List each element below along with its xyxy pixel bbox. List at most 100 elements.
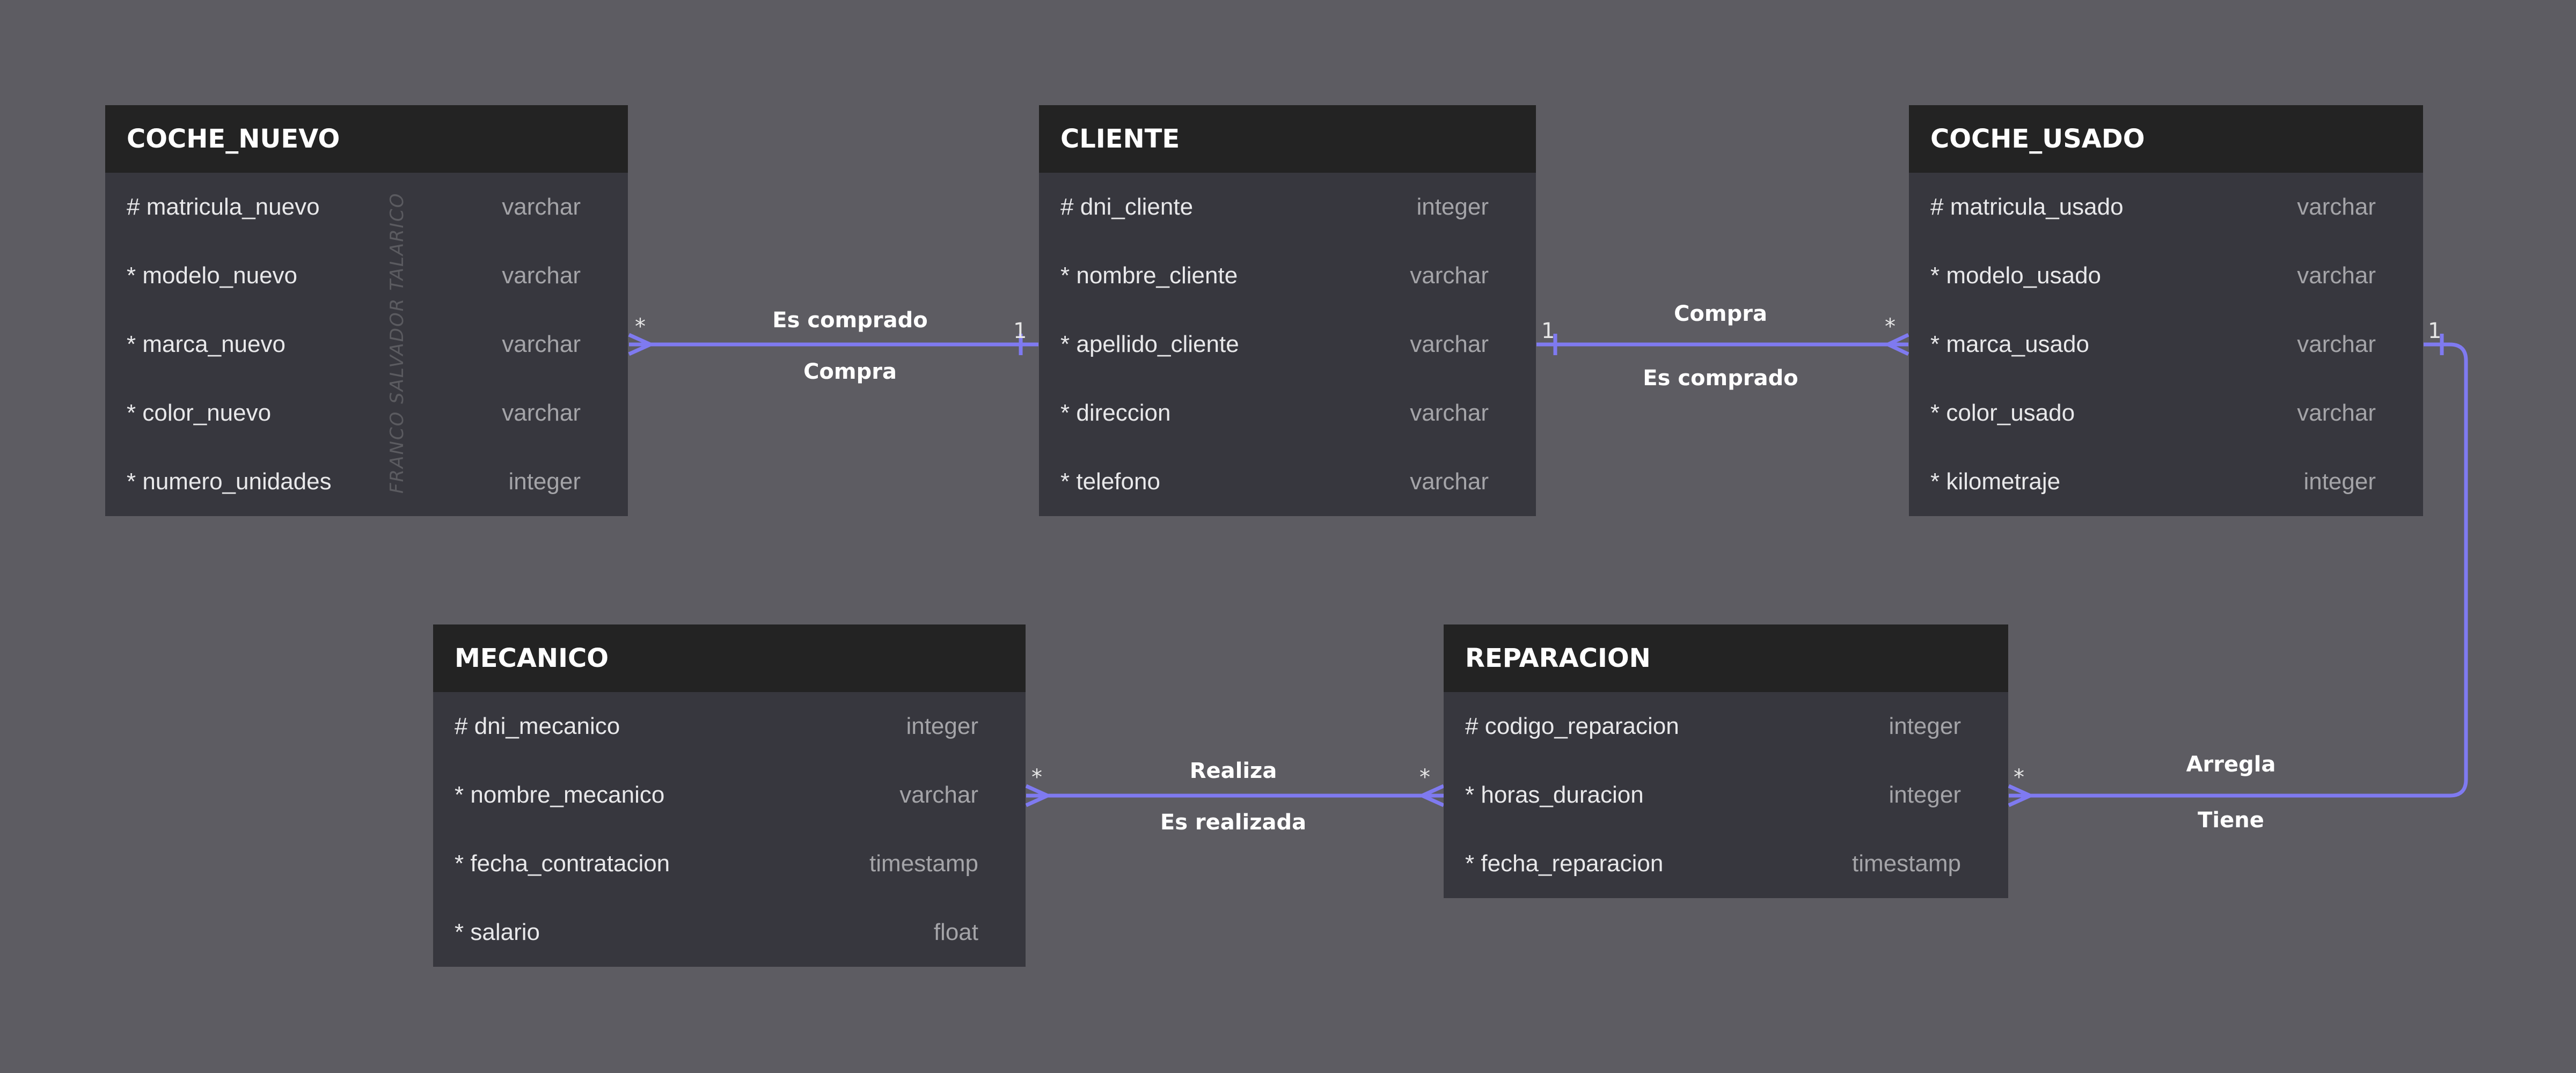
entity-title: REPARACION [1465, 643, 1651, 673]
attribute-row: # matricula_usado varchar [1909, 173, 2423, 241]
attribute-name: # matricula_usado [1930, 194, 2124, 220]
attribute-row: * kilometraje integer [1909, 447, 2423, 516]
attribute-row: * modelo_nuevo varchar [105, 241, 628, 310]
attribute-type: varchar [1410, 468, 1489, 495]
attribute-type: varchar [1410, 331, 1489, 357]
attribute-name: * modelo_usado [1930, 262, 2102, 289]
rel-label-compra-1: Compra [803, 359, 897, 384]
cardinality-mecanico: * [1031, 765, 1042, 790]
attribute-type: varchar [502, 331, 581, 357]
entity-header: CLIENTE [1039, 105, 1536, 173]
attribute-name: * kilometraje [1930, 468, 2061, 495]
cardinality-coche-nuevo: * [635, 314, 646, 339]
attribute-name: * marca_usado [1930, 331, 2089, 357]
crow-foot-coche-nuevo [628, 333, 655, 356]
attribute-type: varchar [899, 782, 978, 808]
crow-foot-reparacion-left [1417, 784, 1445, 807]
entity-reparacion[interactable]: REPARACION # codigo_reparacion integer *… [1444, 624, 2008, 898]
attribute-name: * fecha_contratacion [455, 850, 670, 877]
attribute-name: * numero_unidades [127, 468, 332, 495]
attribute-type: varchar [2297, 194, 2376, 220]
entity-header: MECANICO [433, 624, 1026, 692]
cardinality-cliente-left: 1 [1013, 319, 1027, 343]
attribute-name: # dni_cliente [1060, 194, 1194, 220]
entity-title: MECANICO [455, 643, 609, 673]
entity-title: CLIENTE [1060, 124, 1180, 154]
attribute-row: * marca_nuevo varchar [105, 310, 628, 379]
attribute-row: * marca_usado varchar [1909, 310, 2423, 379]
attribute-type: integer [1889, 782, 1961, 808]
entity-header: COCHE_USADO [1909, 105, 2423, 173]
entity-header: REPARACION [1444, 624, 2008, 692]
rel-label-arregla: Arregla [2186, 752, 2276, 777]
attribute-type: integer [906, 713, 978, 739]
attribute-row: * telefono varchar [1039, 447, 1536, 516]
attribute-name: # matricula_nuevo [127, 194, 320, 220]
attribute-row: * horas_duracion integer [1444, 761, 2008, 829]
attribute-row: * modelo_usado varchar [1909, 241, 2423, 310]
attribute-type: varchar [502, 194, 581, 220]
cardinality-reparacion-right: * [2014, 765, 2024, 790]
attribute-name: * salario [455, 919, 540, 945]
attribute-row: # dni_mecanico integer [433, 692, 1026, 761]
attribute-type: varchar [2297, 331, 2376, 357]
attribute-row: * color_usado varchar [1909, 379, 2423, 447]
attribute-type: float [933, 919, 978, 945]
attribute-type: varchar [2297, 400, 2376, 426]
entity-coche-usado[interactable]: COCHE_USADO # matricula_usado varchar * … [1909, 105, 2423, 516]
attribute-type: varchar [502, 262, 581, 289]
attribute-type: integer [2303, 468, 2376, 495]
attribute-name: * horas_duracion [1465, 782, 1644, 808]
cardinality-cliente-right: 1 [1541, 319, 1555, 343]
crow-foot-reparacion-right [2008, 784, 2035, 807]
rel-label-realiza: Realiza [1190, 759, 1277, 783]
entity-mecanico[interactable]: MECANICO # dni_mecanico integer * nombre… [433, 624, 1026, 967]
cardinality-reparacion-left: * [1419, 765, 1430, 790]
attribute-type: integer [508, 468, 581, 495]
attribute-name: * apellido_cliente [1060, 331, 1239, 357]
entity-header: COCHE_NUEVO [105, 105, 628, 173]
rel-label-es-comprado-2: Es comprado [1643, 366, 1798, 391]
attribute-row: # codigo_reparacion integer [1444, 692, 2008, 761]
attribute-type: varchar [1410, 400, 1489, 426]
attribute-row: * apellido_cliente varchar [1039, 310, 1536, 379]
entity-coche-nuevo[interactable]: COCHE_NUEVO # matricula_nuevo varchar * … [105, 105, 628, 516]
attribute-type: timestamp [1852, 850, 1961, 877]
connector-reparacion-coche-usado[interactable] [2009, 342, 2468, 798]
attribute-type: varchar [502, 400, 581, 426]
attribute-row: * nombre_mecanico varchar [433, 761, 1026, 829]
attribute-row: * numero_unidades integer [105, 447, 628, 516]
attribute-name: # dni_mecanico [455, 713, 620, 739]
cardinality-coche-usado-left: * [1885, 314, 1896, 339]
attribute-name: # codigo_reparacion [1465, 713, 1679, 739]
crow-foot-coche-usado [1883, 333, 1909, 356]
attribute-type: integer [1416, 194, 1489, 220]
attribute-row: * fecha_reparacion timestamp [1444, 829, 2008, 898]
entity-cliente[interactable]: CLIENTE # dni_cliente integer * nombre_c… [1039, 105, 1536, 516]
attribute-row: * nombre_cliente varchar [1039, 241, 1536, 310]
attribute-name: * telefono [1060, 468, 1160, 495]
attribute-name: * marca_nuevo [127, 331, 286, 357]
entity-title: COCHE_USADO [1930, 124, 2145, 154]
cardinality-coche-usado-right: 1 [2428, 319, 2441, 343]
crow-foot-mecanico [1025, 784, 1052, 807]
rel-label-es-comprado-1: Es comprado [772, 308, 927, 333]
author-watermark: FRANCO SALVADOR TALARICO [386, 192, 408, 494]
attribute-type: varchar [1410, 262, 1489, 289]
attribute-type: varchar [2297, 262, 2376, 289]
attribute-name: * nombre_cliente [1060, 262, 1238, 289]
attribute-row: * direccion varchar [1039, 379, 1536, 447]
attribute-row: * color_nuevo varchar [105, 379, 628, 447]
rel-label-es-realizada: Es realizada [1160, 810, 1306, 835]
attribute-name: * nombre_mecanico [455, 782, 665, 808]
attribute-type: timestamp [869, 850, 978, 877]
attribute-name: * fecha_reparacion [1465, 850, 1664, 877]
attribute-row: # matricula_nuevo varchar [105, 173, 628, 241]
attribute-name: * direccion [1060, 400, 1171, 426]
rel-label-compra-2: Compra [1674, 302, 1767, 326]
attribute-name: * modelo_nuevo [127, 262, 298, 289]
attribute-name: * color_usado [1930, 400, 2075, 426]
attribute-type: integer [1889, 713, 1961, 739]
entity-title: COCHE_NUEVO [127, 124, 340, 154]
